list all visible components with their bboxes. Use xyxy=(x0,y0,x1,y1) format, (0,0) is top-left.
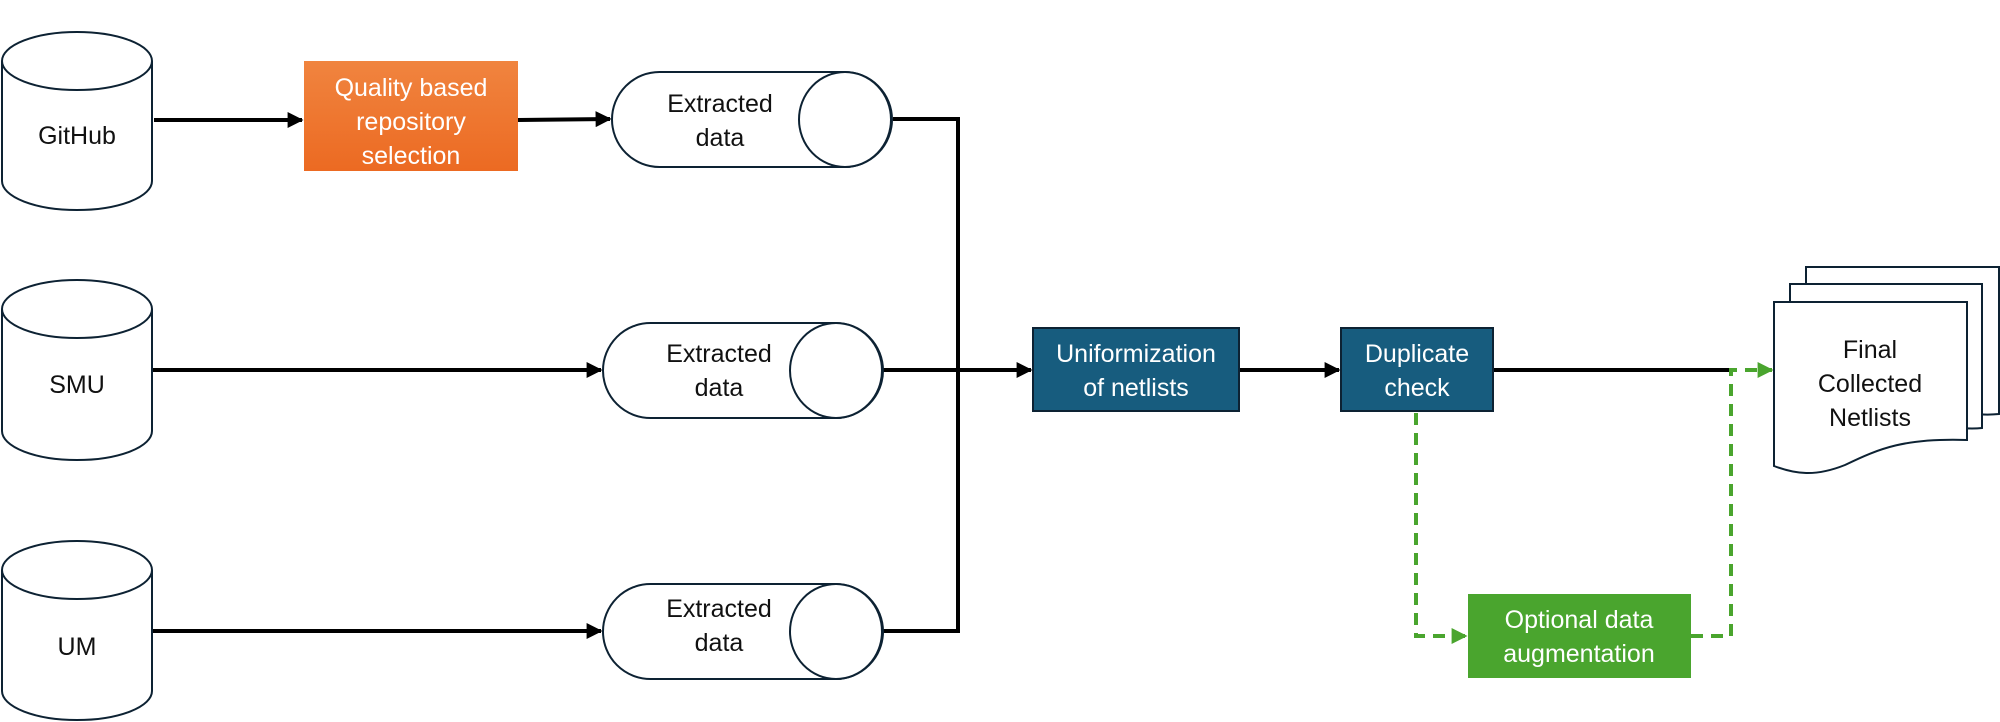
augmentation-line-2: augmentation xyxy=(1503,640,1655,668)
final-netlists-line-1: Final xyxy=(1843,336,1897,364)
database-smu-label: SMU xyxy=(49,371,105,399)
extracted-1-line-1: Extracted xyxy=(667,90,773,118)
edge-selection-to-extracted-1 xyxy=(517,111,612,128)
extracted-3-line-1: Extracted xyxy=(666,595,772,623)
edge-duplicate-to-augmentation xyxy=(1414,413,1468,644)
quality-selection-line-2: repository xyxy=(356,108,466,136)
document-final-netlists: Final Collected Netlists xyxy=(1773,266,2000,474)
database-github: GitHub xyxy=(1,31,153,211)
extracted-1-line-2: data xyxy=(696,124,745,152)
edge-extracted-3-to-merge xyxy=(883,370,960,633)
final-netlists-line-2: Collected xyxy=(1818,370,1922,398)
extracted-2-line-2: data xyxy=(695,374,744,402)
final-netlists-line-3: Netlists xyxy=(1829,404,1911,432)
database-um: UM xyxy=(1,540,153,721)
storage-extracted-data-1: Extracted data xyxy=(611,71,893,168)
uniformization-line-1: Uniformization xyxy=(1056,340,1216,368)
process-duplicate-check: Duplicate check xyxy=(1340,327,1494,412)
quality-selection-line-1: Quality based xyxy=(335,74,488,102)
database-um-label: UM xyxy=(58,633,97,661)
edges xyxy=(153,111,1774,644)
database-github-label: GitHub xyxy=(38,122,116,150)
process-uniformization: Uniformization of netlists xyxy=(1032,327,1240,412)
uniformization-line-2: of netlists xyxy=(1083,374,1189,402)
extracted-3-line-2: data xyxy=(695,629,744,657)
edge-augmentation-to-final xyxy=(1691,362,1774,638)
quality-selection-line-3: selection xyxy=(362,142,461,170)
augmentation-line-1: Optional data xyxy=(1505,606,1654,634)
edge-extracted-1-to-merge xyxy=(893,117,960,370)
extracted-2-line-1: Extracted xyxy=(666,340,772,368)
storage-extracted-data-2: Extracted data xyxy=(602,322,884,419)
storage-extracted-data-3: Extracted data xyxy=(602,583,884,680)
process-quality-selection: Quality based repository selection xyxy=(304,61,518,171)
duplicate-check-line-2: check xyxy=(1384,374,1450,402)
duplicate-check-line-1: Duplicate xyxy=(1365,340,1469,368)
database-smu: SMU xyxy=(1,279,153,461)
process-optional-augmentation: Optional data augmentation xyxy=(1468,594,1691,678)
